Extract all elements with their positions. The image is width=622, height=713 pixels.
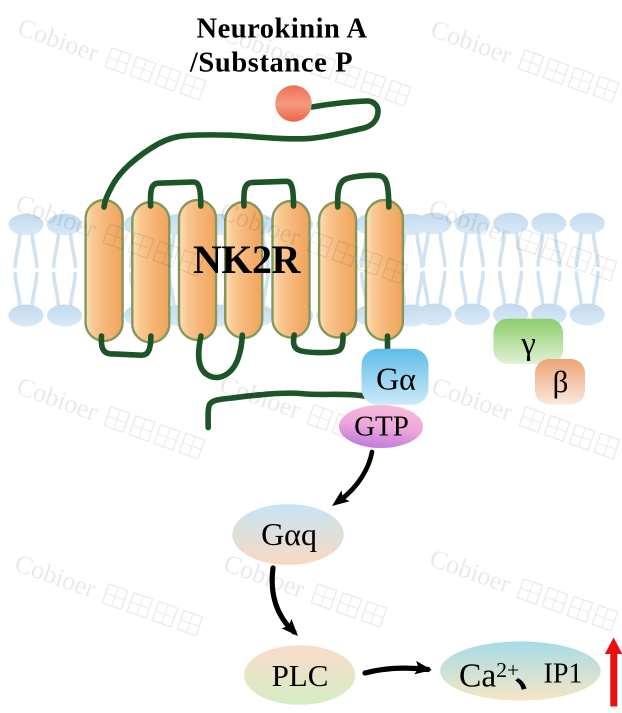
svg-text:GTP: GTP (354, 411, 409, 443)
svg-text:γ: γ (520, 326, 536, 362)
svg-text:/Substance P: /Substance P (189, 48, 353, 79)
svg-text:NK2R: NK2R (193, 237, 302, 282)
svg-text:IP1: IP1 (544, 659, 583, 690)
svg-text:PLC: PLC (272, 658, 329, 693)
svg-text:Neurokinin A: Neurokinin A (197, 14, 368, 45)
svg-text:β: β (553, 364, 569, 399)
svg-text:Gα: Gα (376, 361, 416, 397)
svg-text:Gαq: Gαq (261, 516, 317, 552)
